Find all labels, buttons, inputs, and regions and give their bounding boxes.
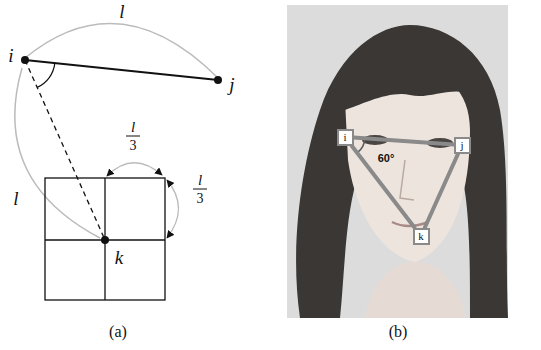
fraction-denominator: 3 [130, 139, 137, 153]
panel-caption: (a) [109, 324, 127, 340]
segment-ij [25, 60, 218, 80]
panel-caption: (b) [389, 324, 408, 340]
length-label: l [119, 2, 124, 21]
point-marker-box: k [413, 228, 430, 245]
triangle-side [425, 154, 458, 228]
point [21, 56, 29, 64]
nose [400, 160, 414, 200]
point-label: k [115, 248, 123, 267]
fraction-bar [126, 136, 140, 137]
photo-background [287, 5, 508, 318]
point-label: i [343, 132, 346, 143]
angle-arc [37, 63, 55, 87]
point [214, 76, 222, 84]
triangle-side [354, 138, 454, 145]
point-marker-box: j [454, 137, 471, 154]
dimension-arc [107, 163, 162, 176]
grid-square [45, 178, 165, 300]
point-label: k [418, 231, 424, 242]
neck [365, 262, 465, 318]
point [101, 236, 109, 244]
fraction-denominator: 3 [197, 192, 204, 206]
fraction-bar [193, 189, 207, 190]
point-label: i [8, 46, 13, 65]
fraction-numerator: l [198, 173, 202, 188]
fraction-numerator: l [131, 120, 135, 135]
point-marker-box: i [337, 129, 354, 146]
point-label: j [460, 140, 463, 151]
dashed-segment [25, 60, 105, 240]
hair [296, 25, 508, 318]
length-arc [15, 68, 100, 238]
angle-arc [357, 138, 365, 153]
point-label: j [229, 75, 234, 94]
angle-label: 60° [378, 153, 395, 164]
dimension-arc [167, 180, 179, 238]
length-label: l [13, 189, 18, 208]
fringe [340, 61, 475, 110]
triangle-side [352, 146, 415, 228]
